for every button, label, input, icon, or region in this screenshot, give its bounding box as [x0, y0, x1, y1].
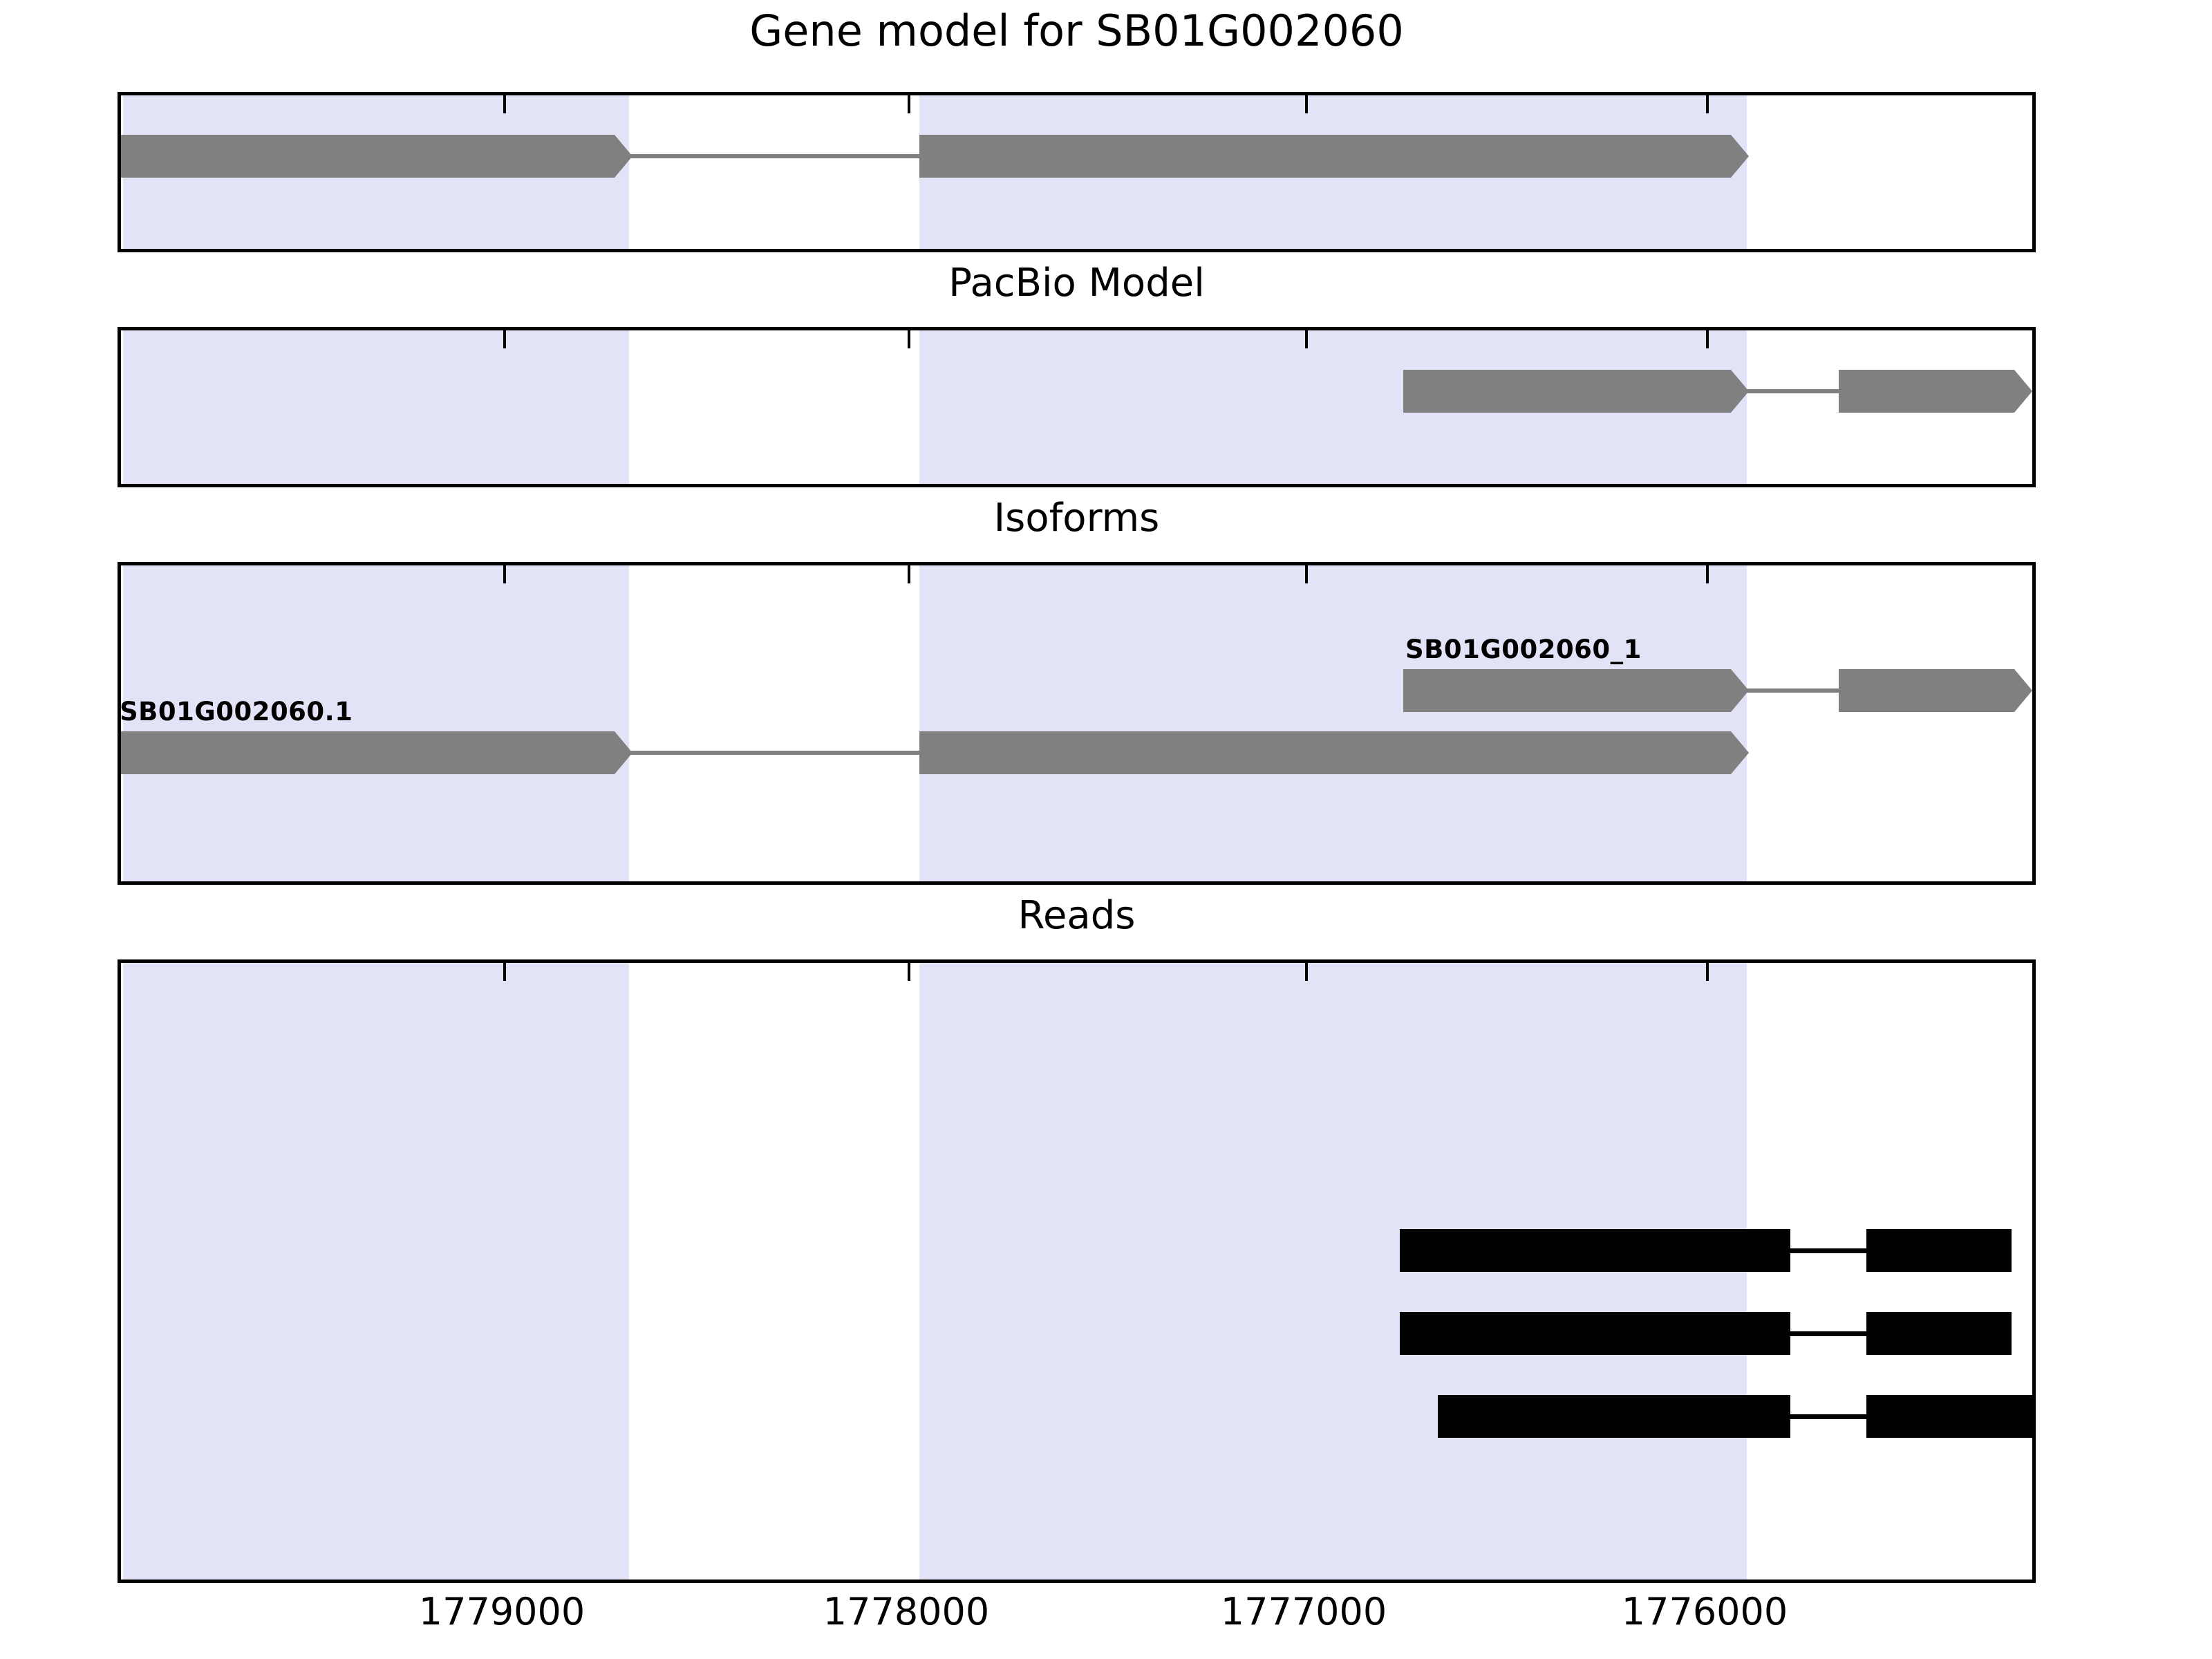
tick-1778000	[908, 330, 910, 348]
isoforms-title: Isoforms	[993, 496, 1160, 541]
tick-1778000	[908, 95, 910, 113]
tick-1778000	[908, 565, 910, 583]
reads-plot-area	[121, 963, 2032, 1580]
xaxis-tick-label: 1779000	[418, 1590, 585, 1633]
read-block[interactable]	[1400, 1229, 1790, 1272]
exon-block[interactable]	[118, 135, 632, 178]
exon-block[interactable]	[919, 731, 1749, 774]
intron-line	[605, 751, 919, 755]
intron-line	[605, 154, 919, 158]
gene-model-plot-area	[121, 95, 2032, 249]
exon-block[interactable]	[1403, 669, 1749, 712]
tick-1779000	[503, 963, 506, 981]
exon-block[interactable]	[1839, 370, 2032, 413]
xaxis-tick-label: 1776000	[1621, 1590, 1788, 1633]
exon-block[interactable]	[118, 731, 632, 774]
intron-line	[1704, 389, 1842, 393]
read-block[interactable]	[1866, 1312, 2012, 1355]
shaded-region-1	[123, 565, 629, 881]
intron-line	[1787, 1248, 1870, 1253]
read-block[interactable]	[1400, 1312, 1790, 1355]
intron-line	[1787, 1331, 1870, 1336]
read-block[interactable]	[1866, 1395, 2032, 1438]
pacbio-model-plot-area	[121, 330, 2032, 484]
tick-1778000	[908, 963, 910, 981]
xaxis-tick-label: 1777000	[1220, 1590, 1387, 1633]
tick-1776000	[1706, 330, 1709, 348]
tick-1776000	[1706, 565, 1709, 583]
isoform-label-bottom: SB01G002060.1	[120, 697, 353, 727]
isoforms-track-panel: SB01G002060_1 SB01G002060.1	[118, 562, 2036, 885]
shaded-region-1	[123, 963, 629, 1580]
pacbio-model-track-panel	[118, 327, 2036, 487]
tick-1777000	[1305, 963, 1308, 981]
read-block[interactable]	[1438, 1395, 1790, 1438]
tick-1776000	[1706, 963, 1709, 981]
reads-title: Reads	[1018, 893, 1136, 938]
tick-1777000	[1305, 565, 1308, 583]
reads-track-panel	[118, 959, 2036, 1583]
read-block[interactable]	[1866, 1229, 2012, 1272]
tick-1776000	[1706, 95, 1709, 113]
tick-1779000	[503, 565, 506, 583]
isoforms-plot-area: SB01G002060_1 SB01G002060.1	[121, 565, 2032, 881]
pacbio-model-title: PacBio Model	[948, 261, 1205, 306]
shaded-region-2	[919, 565, 1747, 881]
page-title: Gene model for SB01G002060	[749, 6, 1404, 56]
exon-block[interactable]	[1839, 669, 2032, 712]
shaded-region-1	[123, 330, 629, 484]
isoform-label-top: SB01G002060_1	[1405, 635, 1642, 664]
exon-block[interactable]	[919, 135, 1749, 178]
gene-model-track-panel	[118, 92, 2036, 252]
tick-1777000	[1305, 330, 1308, 348]
tick-1777000	[1305, 95, 1308, 113]
exon-block[interactable]	[1403, 370, 1749, 413]
tick-1779000	[503, 95, 506, 113]
intron-line	[1787, 1414, 1870, 1419]
xaxis-tick-label: 1778000	[823, 1590, 990, 1633]
tick-1779000	[503, 330, 506, 348]
intron-line	[1704, 688, 1842, 693]
